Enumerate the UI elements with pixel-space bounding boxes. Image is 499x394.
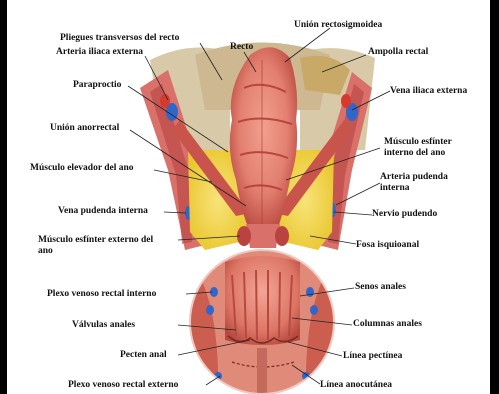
- label-vena-pudenda-interna: Vena pudenda interna: [58, 206, 148, 217]
- label-union-anorrectal: Unión anorrectal: [50, 123, 119, 134]
- label-senos-anales: Senos anales: [355, 282, 406, 293]
- label-pliegues-transversos: Pliegues transversos del recto: [60, 33, 179, 44]
- label-recto: Recto: [230, 42, 253, 53]
- label-arteria-iliaca-externa: Arteria iliaca externa: [56, 47, 143, 58]
- label-arteria-pudenda-2: interna: [380, 183, 410, 194]
- label-valvulas-anales: Válvulas anales: [72, 320, 135, 331]
- label-paraproctio: Paraproctio: [73, 80, 121, 91]
- label-plexo-venoso-externo: Plexo venoso rectal externo: [68, 380, 178, 391]
- right-external-sphincter: [275, 226, 289, 246]
- label-musculo-esfinter-interno-1: Músculo esfínter: [384, 137, 452, 148]
- anal-canal-detail: [188, 248, 336, 394]
- label-linea-pectinea: Línea pectínea: [343, 351, 402, 362]
- label-musculo-esfinter-externo-2: ano: [38, 246, 53, 257]
- right-iliac-artery: [341, 94, 351, 108]
- label-musculo-esfinter-interno-2: interno del ano: [384, 148, 445, 159]
- label-plexo-venoso-interno: Plexo venoso rectal interno: [47, 289, 156, 300]
- label-columnas-anales: Columnas anales: [353, 319, 422, 330]
- label-linea-anocutanea: Línea anocutánea: [320, 380, 392, 391]
- label-ampolla-rectal: Ampolla rectal: [368, 47, 428, 58]
- left-iliac-artery: [160, 94, 170, 108]
- label-musculo-esfinter-externo-1: Músculo esfínter externo del: [38, 235, 153, 246]
- label-fosa-isquioanal: Fosa isquioanal: [356, 240, 419, 251]
- label-arteria-pudenda-1: Arteria pudenda: [380, 172, 448, 183]
- label-nervio-pudendo: Nervio pudendo: [372, 209, 437, 220]
- label-union-rectosigmoidea: Unión rectosigmoidea: [294, 20, 382, 31]
- label-pecten-anal: Pecten anal: [120, 350, 167, 361]
- label-vena-iliaca-externa: Vena iliaca externa: [390, 86, 467, 97]
- label-musculo-elevador: Músculo elevador del ano: [30, 163, 134, 174]
